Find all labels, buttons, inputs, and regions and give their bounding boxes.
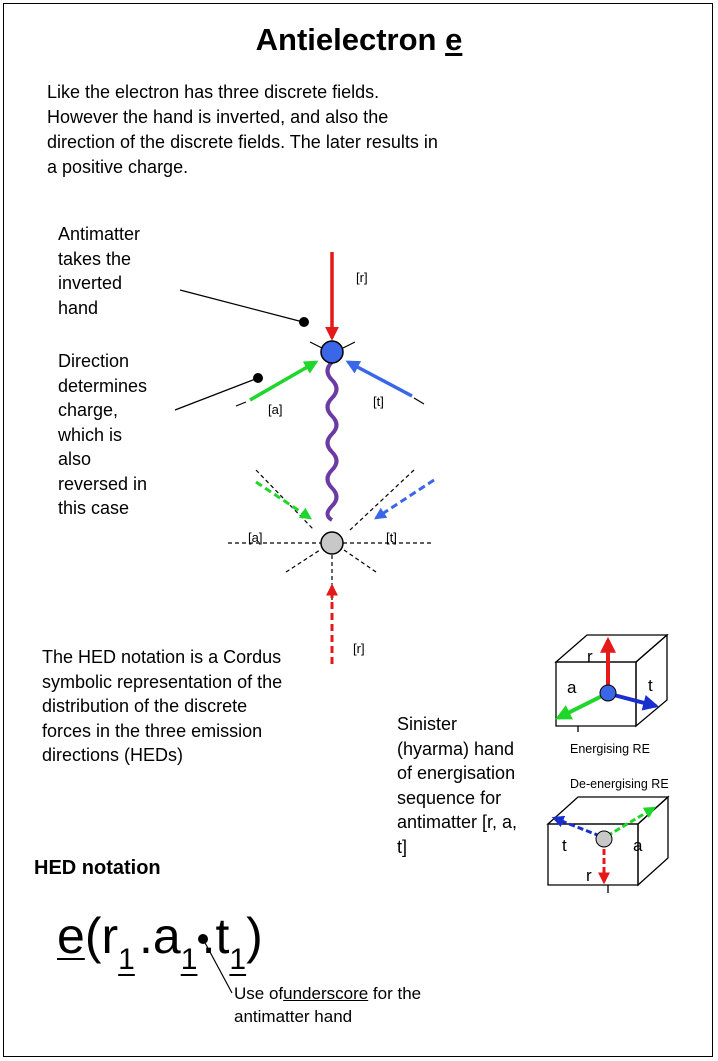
notation-leader (198, 934, 233, 994)
direction-label: Direction determines charge, which is al… (58, 351, 148, 518)
upper-particle (320, 340, 344, 364)
r-label-bottom: [r] (353, 641, 365, 656)
cube-bottom-r: r (586, 866, 592, 885)
hed-notation-formula: e(r1 .a1 .t1) (57, 908, 263, 976)
hed-description: The HED notation is a Cordus symbolic re… (42, 647, 283, 765)
deenergising-cube (546, 795, 670, 893)
upper-node (235, 252, 425, 407)
hed-notation-heading: HED notation (34, 857, 161, 879)
a-label-top: [a] (268, 402, 283, 417)
intro-text: Like the electron has three discrete fie… (47, 82, 438, 177)
cube-top-r: r (587, 647, 593, 666)
a-arrow-top (249, 360, 319, 402)
deenergising-arrows (551, 806, 657, 885)
a-label-bottom: [a] (248, 530, 263, 545)
deenergising-caption: De-energising RE (570, 777, 669, 791)
cube-top-a: a (567, 678, 577, 697)
notation-e: e (57, 908, 85, 964)
t-label-bottom: [t] (386, 530, 397, 545)
antimatter-label: Antimatter takes the inverted hand (58, 224, 141, 318)
leader-lines (174, 289, 309, 411)
lower-node (228, 469, 435, 664)
cube-top-t: t (648, 676, 653, 695)
cube-bottom-t: t (562, 836, 567, 855)
energising-caption: Energising RE (570, 742, 650, 756)
t-label-top: [t] (373, 394, 384, 409)
energising-arrows (555, 636, 660, 720)
t-arrow-bottom (373, 478, 435, 520)
page-title: Antielectron e (255, 22, 463, 57)
lower-particle (320, 531, 344, 555)
page-frame (3, 3, 713, 1057)
wavy-connector (325, 360, 339, 522)
r-label-top: [r] (356, 270, 368, 285)
t-arrow-top (345, 360, 413, 398)
energising-cube (554, 633, 669, 732)
underscore-note: Use ofunderscore for the antimatter hand (234, 984, 422, 1026)
sinister-label: Sinister (hyarma) hand of energisation s… (397, 714, 518, 857)
a-arrow-bottom (255, 480, 312, 520)
